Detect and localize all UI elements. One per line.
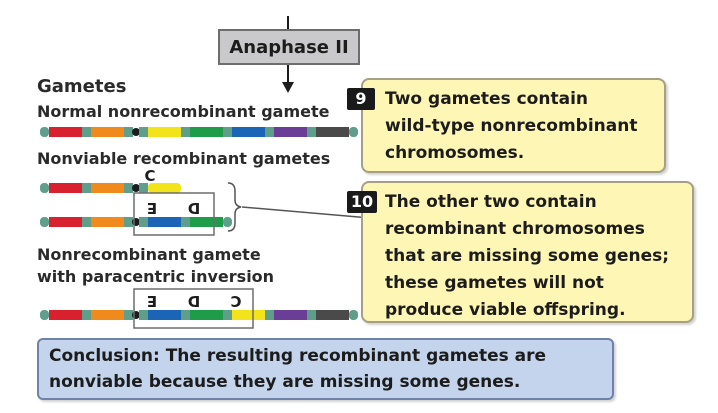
gene-segment-teal bbox=[349, 310, 358, 320]
gene-segment-orange bbox=[91, 310, 124, 320]
gene-segment-teal bbox=[40, 127, 49, 137]
gene-segment-teal bbox=[40, 217, 49, 227]
gene-segment-teal bbox=[223, 127, 232, 137]
conclusion-label: Conclusion: bbox=[49, 346, 160, 366]
gene-segment-orange bbox=[91, 127, 124, 137]
note-9: 9 Two gametes contain wild-type nonrecom… bbox=[347, 78, 666, 173]
gene-segment-teal bbox=[124, 217, 133, 227]
gene-segment-teal bbox=[124, 183, 133, 193]
gene-segment-teal bbox=[181, 217, 190, 227]
gene-segment-teal bbox=[82, 217, 91, 227]
gene-segment-teal bbox=[139, 183, 148, 193]
gene-segment-orange bbox=[91, 217, 124, 227]
gene-segment-orange bbox=[91, 183, 124, 193]
gene-segment-teal bbox=[265, 127, 274, 137]
gene-segment-centromere bbox=[132, 184, 140, 192]
gene-letter-c-inverted: C bbox=[230, 292, 241, 310]
gene-segment-blue bbox=[148, 217, 181, 227]
gene-segment-teal bbox=[223, 310, 232, 320]
gene-segment-teal bbox=[124, 127, 133, 137]
gene-segment-teal bbox=[223, 217, 232, 227]
label-normal-gamete: Normal nonrecombinant gamete bbox=[37, 102, 330, 121]
chromosome-recombinant-1 bbox=[40, 183, 181, 193]
gene-segment-red bbox=[49, 217, 82, 227]
gene-letter-d-inverted-2: D bbox=[188, 292, 200, 310]
conclusion-box: Conclusion: The resulting recombinant ga… bbox=[37, 338, 614, 400]
gene-segment-blue bbox=[148, 310, 181, 320]
label-nonviable-gametes: Nonviable recombinant gametes bbox=[37, 149, 331, 168]
gene-segment-purple bbox=[274, 310, 307, 320]
gene-segment-centromere bbox=[132, 218, 140, 226]
gene-segment-teal bbox=[181, 127, 190, 137]
connector-line bbox=[241, 206, 371, 219]
gene-segment-red bbox=[49, 183, 82, 193]
gene-segment-yellow bbox=[148, 127, 181, 137]
gene-letter-c: C bbox=[144, 167, 155, 185]
gene-segment-teal bbox=[40, 183, 49, 193]
gene-segment-teal bbox=[349, 127, 358, 137]
gene-letter-e-inverted: E bbox=[147, 199, 157, 217]
gene-segment-teal bbox=[82, 127, 91, 137]
label-inversion-line2: with paracentric inversion bbox=[37, 267, 275, 286]
gene-segment-teal bbox=[124, 310, 133, 320]
gene-segment-teal bbox=[139, 310, 148, 320]
gene-segment-teal bbox=[82, 310, 91, 320]
conclusion-text: The resulting recombinant gametes are no… bbox=[49, 346, 547, 392]
gene-segment-yellow bbox=[232, 310, 265, 320]
gene-letter-e-inverted-2: E bbox=[147, 292, 157, 310]
gene-segment-teal bbox=[307, 310, 316, 320]
note-10: 10 The other two contain recombinant chr… bbox=[347, 181, 694, 323]
gene-segment-green bbox=[190, 310, 223, 320]
gene-segment-green bbox=[190, 127, 223, 137]
gene-segment-centromere bbox=[132, 311, 140, 319]
gene-segment-blue bbox=[232, 127, 265, 137]
gene-segment-red bbox=[49, 310, 82, 320]
gene-segment-teal bbox=[181, 310, 190, 320]
chromosome-normal bbox=[40, 127, 358, 137]
note-text: The other two contain recombinant chromo… bbox=[385, 192, 670, 320]
chromosome-inverted bbox=[40, 310, 358, 320]
gene-segment-teal bbox=[265, 310, 274, 320]
label-inversion-line1: Nonrecombinant gamete bbox=[37, 245, 261, 264]
gene-segment-yellow bbox=[148, 183, 181, 193]
gene-segment-gray bbox=[316, 310, 349, 320]
chromosome-recombinant-2 bbox=[40, 217, 232, 227]
inversion-box bbox=[133, 288, 254, 329]
gene-segment-teal bbox=[139, 217, 148, 227]
gene-letter-d-inverted: D bbox=[188, 199, 200, 217]
arrow-head bbox=[282, 82, 294, 93]
note-number-badge: 9 bbox=[347, 88, 375, 110]
note-text: Two gametes contain wild-type nonrecombi… bbox=[385, 89, 638, 163]
phase-box: Anaphase II bbox=[218, 29, 360, 65]
gene-segment-purple bbox=[274, 127, 307, 137]
gene-segment-red bbox=[49, 127, 82, 137]
gene-segment-teal bbox=[40, 310, 49, 320]
gene-segment-centromere bbox=[132, 128, 140, 136]
gene-segment-gray bbox=[316, 127, 349, 137]
note-number-badge: 10 bbox=[347, 191, 377, 213]
curly-brace bbox=[227, 182, 242, 232]
recombinant-inversion-box bbox=[133, 192, 215, 236]
gametes-heading: Gametes bbox=[37, 76, 127, 97]
gene-segment-teal bbox=[139, 127, 148, 137]
gene-segment-green bbox=[190, 217, 223, 227]
gene-segment-teal bbox=[82, 183, 91, 193]
gene-segment-teal bbox=[307, 127, 316, 137]
